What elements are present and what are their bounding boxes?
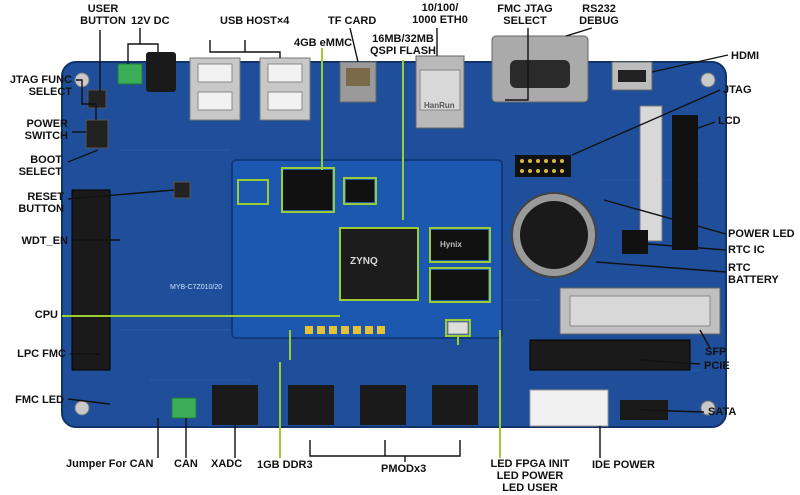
label-sfp: SFP (705, 346, 727, 358)
xadc-header (212, 385, 258, 425)
jtag-header (515, 155, 571, 177)
label-12v-dc: 12V DC (131, 15, 170, 27)
label-hdmi: HDMI (731, 50, 760, 62)
user-button-part (87, 89, 107, 109)
power-switch-part (85, 119, 109, 149)
ide-power-connector (529, 389, 609, 427)
label-lpc-fmc: LPC FMC (17, 348, 66, 360)
label-sata: SATA (708, 406, 737, 418)
label-jumper-can: Jumper For CAN (66, 458, 154, 470)
lcd-fpc-connector (639, 105, 663, 242)
label-xadc: XADC (211, 458, 243, 470)
qspi-flash-chip (346, 180, 374, 202)
dc-jack (146, 52, 176, 92)
pmod-header (360, 385, 406, 425)
label-tf-card: TF CARD (328, 15, 377, 27)
qspi-callout-box (343, 177, 377, 205)
power-terminal (117, 63, 143, 85)
lcd-connector (672, 115, 698, 250)
pcie-slot (529, 339, 691, 371)
label-lcd: LCD (718, 115, 741, 127)
label-pmod: PMODx3 (381, 463, 427, 475)
mounting-hole (700, 400, 716, 416)
pmod-header (432, 385, 478, 425)
ddr3-chip (430, 270, 488, 300)
led-group (447, 321, 469, 335)
label-fmc-led: FMC LED (15, 394, 64, 406)
can-terminal (171, 397, 197, 419)
eth-brand-text: HanRun (424, 101, 455, 110)
ddr-brand-text: Hynix (440, 240, 462, 249)
label-usb-host: USB HOST×4 (220, 15, 290, 27)
label-can: CAN (174, 458, 198, 470)
zynq-chip-text: ZYNQ (350, 256, 378, 267)
wdt-callout-box (237, 179, 269, 205)
label-cpu: CPU (34, 309, 58, 321)
label-wdt-en: WDT_EN (21, 235, 68, 247)
mounting-hole (700, 72, 716, 88)
label-ddr3: 1GB DDR3 (257, 459, 313, 471)
label-emmc: 4GB eMMC (294, 37, 353, 49)
label-rtc-ic: RTC IC (728, 244, 765, 256)
label-pcie: PCIE (704, 360, 730, 372)
ddr3-callout-box (429, 227, 491, 263)
board-model-text: MYB-C7Z010/20 (170, 284, 223, 291)
rtc-ic (622, 230, 648, 254)
reset-button-part (173, 181, 191, 199)
label-jtag: JTAG (723, 84, 752, 96)
mounting-hole (74, 400, 90, 416)
ddr3-callout-box (429, 267, 491, 303)
label-eth0: 10/100/1000 ETH0 (412, 2, 468, 26)
emmc-chip (282, 170, 332, 210)
lpc-fmc-connector (71, 189, 111, 371)
cpu-callout-box (339, 227, 419, 301)
pmod-header (288, 385, 334, 425)
ddr3-chip (430, 230, 488, 260)
emmc-callout-box (281, 167, 335, 213)
label-power-led: POWER LED (728, 228, 795, 240)
label-ide-power: IDE POWER (592, 459, 655, 471)
